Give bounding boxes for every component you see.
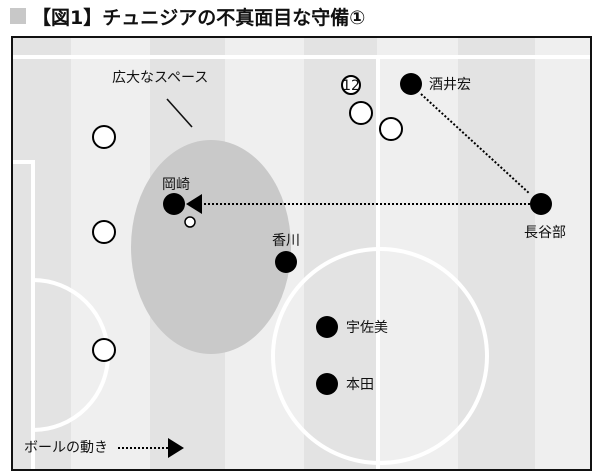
title-marker-icon [10,8,26,24]
figure-title: 【図1】チュニジアの不真面目な守備① [32,6,365,29]
opponent-player [92,125,116,149]
opponent-player [92,220,116,244]
player-kagawa [275,251,297,273]
label-hasebe: 長谷部 [524,225,566,241]
pass-lines [186,93,531,214]
japan-players [163,73,552,395]
opponents [92,75,403,362]
opponent-number: 12 [342,78,360,94]
pitch [11,36,592,471]
pitch-lines [12,55,590,470]
player-usami [316,316,338,338]
label-usami: 宇佐美 [346,320,388,336]
legend-label: ボールの動き [24,440,108,456]
opponent-player [349,101,373,125]
ball [184,216,196,228]
label-honda: 本田 [346,377,374,393]
label-okazaki: 岡崎 [162,177,190,193]
space-pointer-line [166,98,193,128]
player-hasebe [530,193,552,215]
label-sakai: 酒井宏 [429,77,471,93]
player-okazaki [163,193,185,215]
opponent-player [92,338,116,362]
opponent-player [379,117,403,141]
open-space-area [131,140,291,354]
player-sakai [400,73,422,95]
player-honda [316,373,338,395]
space-label: 広大なスペース [112,70,208,86]
opponent-number-badge [341,75,361,95]
label-kagawa: 香川 [272,233,300,249]
